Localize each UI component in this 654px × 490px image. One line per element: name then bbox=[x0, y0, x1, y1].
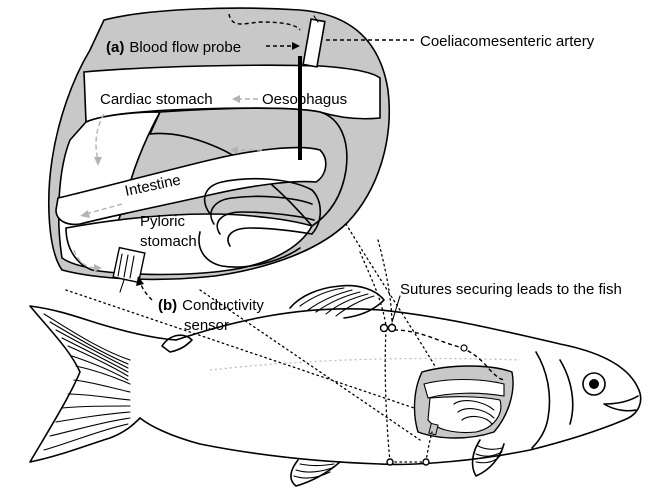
oesophagus-label: Oesophagus bbox=[262, 91, 347, 108]
pyloric-label-1: Pyloric bbox=[140, 213, 186, 230]
suture-point bbox=[387, 459, 393, 465]
gill-arc bbox=[560, 360, 573, 424]
pyloric-label-2: stomach bbox=[140, 233, 197, 250]
sensor-pointer bbox=[140, 282, 152, 300]
dorsal-fin bbox=[290, 286, 384, 318]
cardiac-stomach-label: Cardiac stomach bbox=[100, 91, 213, 108]
suture-point bbox=[461, 345, 467, 351]
lead-to-sensor bbox=[426, 432, 432, 462]
sensor-label-2: sensor bbox=[184, 317, 229, 334]
artery-label: Coeliacomesenteric artery bbox=[420, 33, 595, 50]
tail-rays bbox=[44, 314, 130, 450]
fish-mouth bbox=[604, 396, 638, 411]
lead-probe-upper bbox=[360, 252, 386, 326]
lead-down bbox=[385, 330, 390, 462]
fish-tail bbox=[30, 306, 176, 462]
lead-sensor-upper bbox=[378, 240, 392, 326]
suture-point bbox=[389, 325, 396, 332]
operculum bbox=[532, 352, 550, 448]
suture-point bbox=[381, 325, 388, 332]
sutures-label: Sutures securing leads to the fish bbox=[400, 281, 622, 298]
suture-point bbox=[423, 459, 429, 465]
sensor-label-1: (b)Conductivity bbox=[158, 297, 264, 314]
fish-gut-window bbox=[415, 366, 514, 438]
pectoral-fin-rays bbox=[476, 446, 502, 463]
fish-pupil bbox=[589, 379, 599, 389]
adipose-fin bbox=[162, 335, 192, 352]
conductivity-sensor bbox=[113, 248, 145, 292]
